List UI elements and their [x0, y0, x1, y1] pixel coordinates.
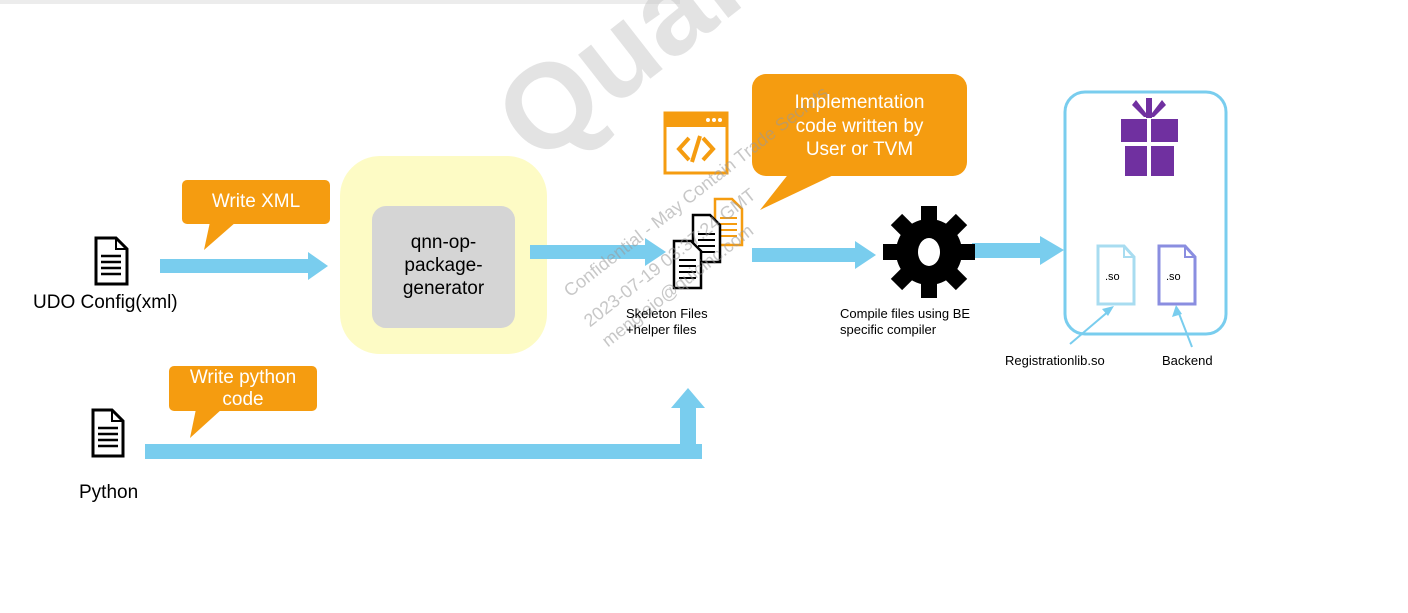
write-python-callout: [169, 366, 317, 438]
arrow-skeleton-to-compiler: [752, 241, 876, 269]
file-stack-icon: [672, 197, 744, 290]
compile-line-1: Compile files using BE: [840, 306, 971, 321]
document-icon: [94, 236, 129, 286]
write-python-label: Write python code: [189, 367, 297, 410]
gear-icon: [883, 206, 975, 298]
arrow-compiler-to-package: [972, 236, 1064, 265]
so-label-registration: .so: [1105, 271, 1120, 283]
arrow-config-to-generator: [160, 252, 328, 280]
generator-label: qnn-op- package- generator: [372, 232, 515, 300]
gift-icon: [1121, 98, 1178, 176]
implementation-line-1: Implementation: [794, 92, 925, 113]
so-file-icon-backend: [1157, 244, 1197, 306]
so-label-backend: .so: [1166, 271, 1181, 283]
backend-pointer: [1172, 305, 1193, 348]
implementation-callout: [752, 74, 967, 210]
write-xml-callout: [182, 180, 330, 250]
top-bar: [0, 0, 680, 4]
compile-label: Compile files using BE specific compiler: [840, 306, 970, 337]
generator-box: [372, 206, 515, 328]
implementation-line-3: User or TVM: [805, 139, 914, 161]
code-window-icon: [663, 111, 729, 175]
generator-label-line-2: package-: [404, 254, 483, 276]
package-box: [1063, 90, 1228, 336]
arrow-python-to-skeleton: [145, 388, 705, 459]
implementation-label: Implementation code written by User or T…: [752, 91, 967, 162]
generator-label-line-1: qnn-op-: [410, 232, 477, 253]
arrow-generator-to-skeleton: [530, 238, 666, 266]
generator-label-line-3: generator: [402, 277, 485, 299]
registration-pointer: [1069, 306, 1114, 345]
python-label: Python: [79, 482, 139, 503]
skeleton-line-2: +helper files: [626, 321, 697, 337]
compile-line-2: specific compiler: [840, 321, 937, 337]
udo-config-label: UDO Config(xml): [33, 292, 178, 313]
skeleton-line-1: Skeleton Files: [626, 306, 708, 321]
python-document-icon: [91, 408, 125, 458]
backend-label: Backend: [1162, 353, 1213, 368]
registration-label: Registrationlib.so: [1005, 353, 1105, 368]
implementation-line-2: code written by: [795, 115, 924, 137]
skeleton-files-label: Skeleton Files +helper files: [626, 306, 708, 337]
write-xml-label: Write XML: [211, 191, 301, 212]
so-file-icon-registration: [1096, 244, 1136, 306]
